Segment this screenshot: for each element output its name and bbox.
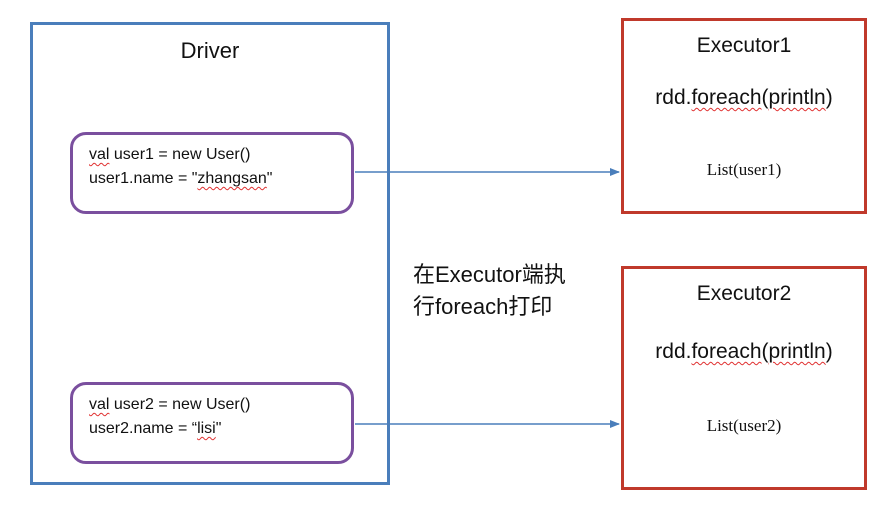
executor2-box [621,266,867,490]
user1-name-value: zhangsan [197,170,267,187]
user1-name-prefix: user1.name = " [89,170,198,187]
user2-name-prefix: user2.name = “ [89,420,198,437]
driver-title: Driver [180,38,240,63]
user2-name-suffix: " [215,420,222,437]
user1-code-block: val user1 = new User() user1.name = "zha… [70,132,354,214]
user1-name-line: user1.name = "zhangsan" [89,167,351,191]
executor2-list: List(user2) [706,416,782,435]
executor2-title: Executor2 [696,282,792,305]
user2-declaration-text: user2 = new User() [109,396,251,413]
val-keyword: val [89,396,110,413]
executor1-code: rdd.foreach(println) [621,86,867,110]
executor2-code: rdd.foreach(println) [621,340,867,364]
executor1-code-paren-open: ( [761,86,769,109]
user1-name-suffix: " [266,170,273,187]
executor1-code-fn: foreach [691,86,762,109]
annotation-line-1: 在Executor端执 [413,262,566,287]
val-keyword: val [89,146,110,163]
executor2-code-prefix: rdd. [655,340,692,363]
executor2-code-paren-open: ( [761,340,769,363]
user2-code-block: val user2 = new User() user2.name = “lis… [70,382,354,464]
annotation-line-2: 行foreach打印 [413,294,553,319]
executor1-list: List(user1) [706,160,782,179]
executor1-code-prefix: rdd. [655,86,692,109]
executor2-code-arg: println [768,340,826,363]
user1-declaration-line: val user1 = new User() [89,143,351,167]
executor1-code-paren-close: ) [825,86,833,109]
driver-box [30,22,390,485]
user2-name-value: lisi [197,420,216,437]
user2-name-line: user2.name = “lisi" [89,417,351,441]
executor1-code-arg: println [768,86,826,109]
user2-declaration-line: val user2 = new User() [89,393,351,417]
annotation-text: 在Executor端执 行foreach打印 [413,259,613,323]
user1-declaration-text: user1 = new User() [109,146,251,163]
executor1-title: Executor1 [696,34,792,57]
executor1-box [621,18,867,214]
executor2-code-paren-close: ) [825,340,833,363]
executor2-code-fn: foreach [691,340,762,363]
